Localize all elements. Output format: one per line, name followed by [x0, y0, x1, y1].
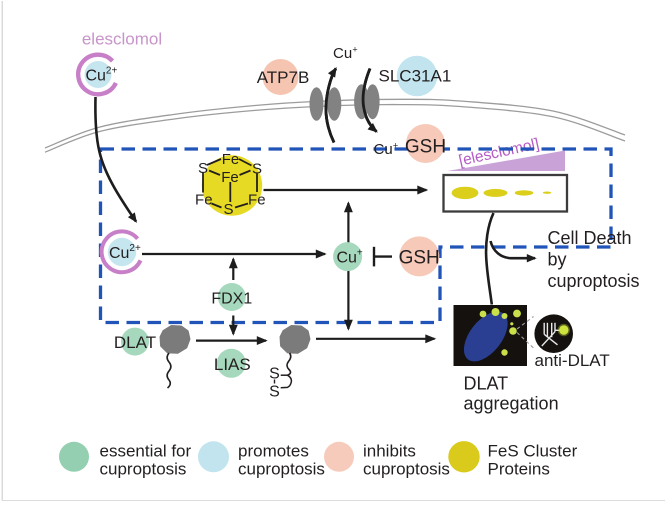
svg-text:S: S [252, 161, 262, 178]
svg-text:DLAT: DLAT [114, 333, 156, 352]
svg-text:SLC31A1: SLC31A1 [379, 67, 452, 86]
svg-text:Cu: Cu [374, 141, 393, 158]
svg-text:elesclomol: elesclomol [82, 30, 162, 49]
svg-text:Fe: Fe [222, 151, 240, 168]
svg-text:GSH: GSH [399, 247, 440, 268]
svg-text:Cell Death: Cell Death [548, 228, 632, 248]
svg-text:GSH: GSH [405, 136, 446, 157]
svg-text:Fe: Fe [221, 169, 239, 186]
svg-text:S: S [198, 160, 208, 177]
svg-text:+: + [352, 45, 357, 55]
svg-text:essential for: essential for [100, 441, 192, 460]
svg-text:promotes: promotes [238, 441, 309, 460]
svg-text:ATP7B: ATP7B [257, 68, 310, 87]
svg-text:Cu: Cu [109, 245, 129, 262]
svg-text:2+: 2+ [106, 66, 118, 77]
svg-text:by: by [548, 250, 567, 270]
svg-text:Fe: Fe [195, 192, 213, 209]
svg-text:DLAT: DLAT [464, 373, 509, 393]
svg-text:FDX1: FDX1 [211, 291, 252, 308]
svg-text:Cu: Cu [337, 249, 357, 266]
svg-text:cuproptosis: cuproptosis [238, 460, 325, 479]
svg-text:cuproptosis: cuproptosis [363, 460, 450, 479]
svg-text:S: S [269, 365, 280, 382]
svg-text:cuproptosis: cuproptosis [548, 271, 640, 291]
svg-text:inhibits: inhibits [363, 441, 416, 460]
svg-text:2+: 2+ [129, 243, 141, 254]
svg-text:Fe: Fe [248, 192, 266, 209]
svg-text:anti-DLAT: anti-DLAT [535, 351, 610, 370]
svg-text:FeS Cluster: FeS Cluster [488, 441, 578, 460]
svg-text:Cu: Cu [86, 68, 106, 85]
svg-text:+: + [393, 141, 398, 151]
svg-text:LIAS: LIAS [214, 355, 251, 374]
svg-text:S: S [269, 383, 280, 400]
svg-text:S: S [223, 201, 233, 218]
svg-text:cuproptosis: cuproptosis [100, 460, 187, 479]
svg-text:aggregation: aggregation [464, 393, 559, 413]
svg-text:Proteins: Proteins [488, 460, 550, 479]
svg-text:+: + [357, 248, 363, 259]
svg-text:Cu: Cu [333, 45, 352, 62]
